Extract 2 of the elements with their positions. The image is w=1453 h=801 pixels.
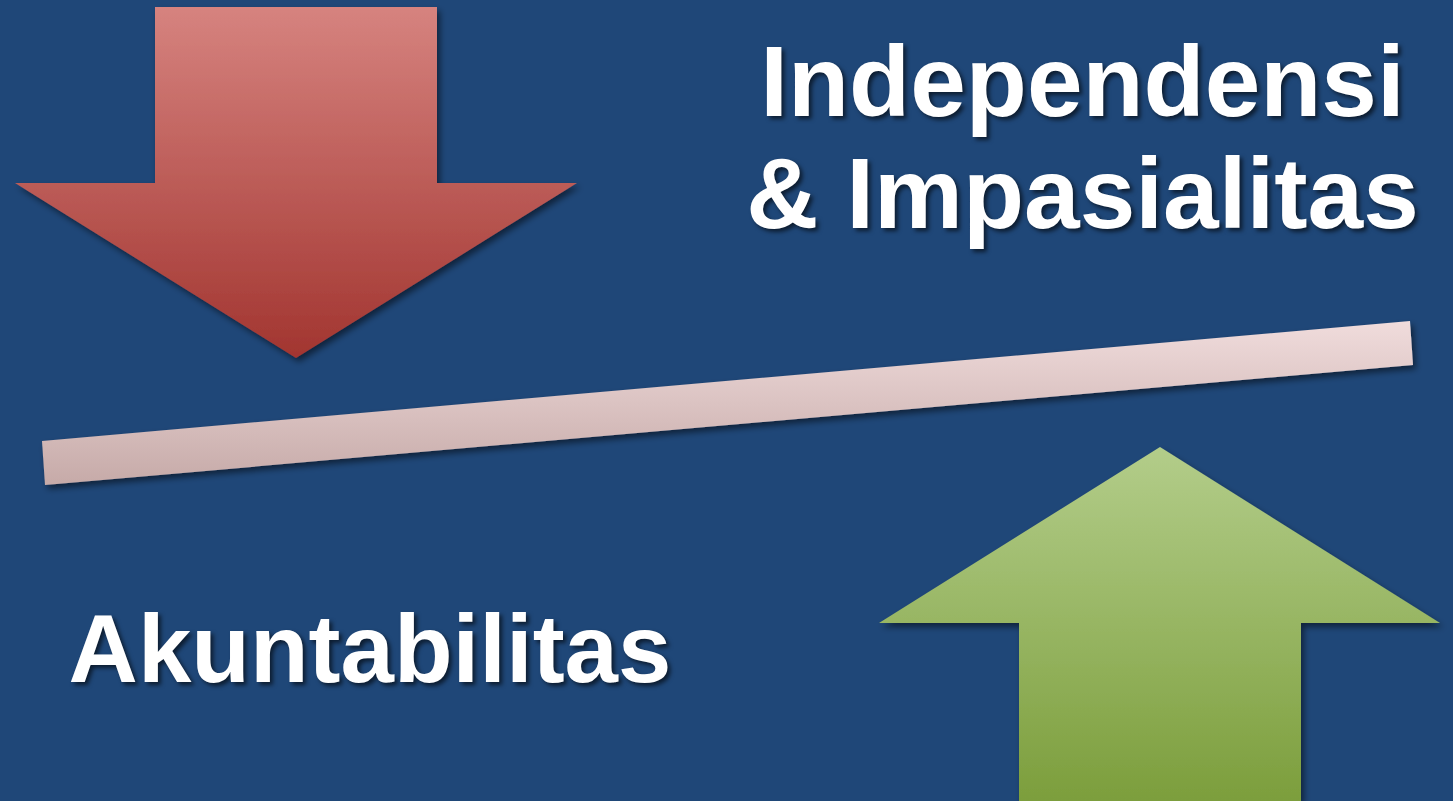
heading-text: Akuntabilitas [67, 595, 673, 703]
heading-text: Independensi & Impasialitas [745, 25, 1420, 249]
